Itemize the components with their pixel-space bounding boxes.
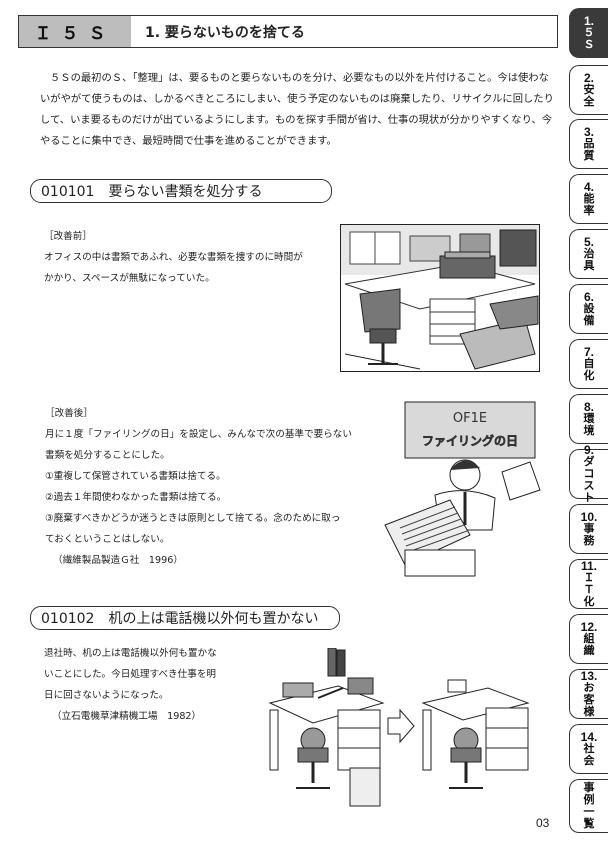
chapter-tab-char: 化 [583,595,595,608]
chapter-tab-char: ダ [583,455,595,468]
chapter-tab-char: Ｓ [583,38,595,51]
case-heading-text: 010102 机の上は電話機以外何も置かない [41,611,319,627]
case-source: （立石電機草津精機工場 1982） [52,711,202,722]
chapter-tab-char: 覧 [583,817,595,830]
after-rule-1: ①重複して保管されている書類は捨てる。 [45,471,226,482]
chapter-tab-char: 品 [583,137,595,150]
chapter-tab-char: 例 [583,793,595,806]
before-label: ［改善前］ [44,231,92,242]
chapter-tab-number: 1. [583,14,594,28]
chapter-tab-char: 自 [583,357,595,370]
case-heading-text: 010101 要らない書類を処分する [41,184,263,200]
sign-bottom-text: ファイリングの日 [422,433,518,448]
chapter-tab-char: 質 [583,149,595,162]
chapter-tab-number: 3. [583,125,594,139]
chapter-tab-char: 能 [583,192,595,205]
chapter-tab-char: 率 [583,204,595,217]
chapter-tab-char: 会 [583,754,595,767]
page-number: 03 [536,816,550,830]
chapter-tab-number: 4. [583,180,594,194]
chapter-tab-7[interactable]: 7.自化 [569,339,608,389]
case-source: （繊維製品製造Ｇ社 1996） [53,555,183,566]
after-rule-3: ③廃棄すべきかどうか迷うときは原則として捨てる。念のために取っ [45,513,341,524]
case-heading-010101: 010101 要らない書類を処分する [30,179,332,203]
chapter-tab-char: 社 [583,742,595,755]
intro-paragraph: ５Ｓの最初のＳ、「整理」は、要るものと要らないものを分け、必要なもの以外を片付け… [40,72,554,147]
desk-case-line: 退社時、机の上は電話機以外何も置かな [44,648,217,659]
chapter-tab-5[interactable]: 5.治具 [569,229,608,279]
chapter-tab-14[interactable]: 14.社会 [569,724,608,774]
chapter-tab-8[interactable]: 8.環境 [569,394,608,444]
chapter-tab-char: 事 [583,781,595,794]
chapter-tab-12[interactable]: 12.組織 [569,614,608,664]
section-code: Ｉ５Ｓ [19,16,131,47]
chapter-tab-char: 織 [583,644,595,657]
after-block: ［改善後］ 月に１度「ファイリングの日」を設定し、みんなで次の基準で要らない 書… [45,403,352,571]
chapter-tab-char: 全 [583,95,595,108]
chapter-tab-char: 組 [583,632,595,645]
after-line: ておくということはしない。 [45,534,170,545]
case-heading-010102: 010102 机の上は電話機以外何も置かない [30,606,340,630]
chapter-tab-char: 具 [583,259,595,272]
chapter-tab-char: 事 [583,522,595,535]
chapter-tab-number: 7. [583,345,594,359]
chapter-tab-char: 一 [583,805,595,818]
chapter-tab-3[interactable]: 3.品質 [569,119,608,169]
desk-case-line: いことにした。今日処理すべき仕事を明 [44,669,217,680]
sign-top-text: OF1E [453,411,487,426]
chapter-tab-char: ５ [583,26,595,39]
chapter-tab-char: 安 [583,83,595,96]
chapter-tab-13[interactable]: 13.お客様 [569,669,608,719]
chapter-tab-char: 治 [583,247,595,260]
section-header: Ｉ５Ｓ 1. 要らないものを捨てる [18,15,558,48]
chapter-tab-15[interactable]: 事例一覧 [569,779,608,833]
chapter-tab-number: 6. [583,290,594,304]
chapter-tab-char: ト [583,491,595,504]
chapter-tab-9[interactable]: 9.ダコスト [569,444,608,504]
chapter-tab-char: コ [583,467,595,480]
chapter-tab-char: Ｉ [583,571,595,584]
chapter-tab-number: 10. [580,510,598,524]
chapter-tab-char: お [583,681,595,694]
chapter-tab-10[interactable]: 10.事務 [569,504,608,554]
chapter-tab-number: 13. [580,669,598,683]
chapter-tab-number: 14. [580,730,598,744]
section-title: 1. 要らないものを捨てる [145,24,305,41]
chapter-tab-char: Ｔ [583,583,595,596]
chapter-tab-char: 客 [583,693,595,706]
chapter-tab-char: 務 [583,534,595,547]
before-line: オフィスの中は書類であふれ、必要な書類を捜すのに時間が [44,252,303,263]
chapter-tab-number: 11. [580,559,598,573]
before-line: かかり、スペースが無駄になっていた。 [44,273,215,284]
filing-day-illustration: OF1E ファイリングの日 [384,401,541,577]
after-line: 月に１度「ファイリングの日」を設定し、みんなで次の基準で要らない [45,429,352,440]
chapter-tab-number: 5. [583,235,594,249]
before-block: ［改善前］ オフィスの中は書類であふれ、必要な書類を捜すのに時間が かかり、スペ… [44,226,303,289]
chapter-tab-6[interactable]: 6.設備 [569,284,608,334]
chapter-tab-char: 境 [583,424,595,437]
desk-before-after-illustration [268,648,530,807]
chapter-tab-number: 2. [583,71,594,85]
desk-case-line: 日に回さないようになった。 [44,690,169,701]
after-rule-2: ②過去１年間使わなかった書類は捨てる。 [45,492,227,503]
after-line: 書類を処分することにした。 [45,450,170,461]
chapter-tab-4[interactable]: 4.能率 [569,174,608,224]
chapter-tab-char: 様 [583,705,595,718]
chapter-tab-char: ス [583,479,595,492]
chapter-tab-char: 備 [583,314,595,327]
cluttered-office-illustration [340,224,540,372]
chapter-tab-char: 環 [583,412,595,425]
chapter-tab-char: 設 [583,302,595,315]
chapter-tab-number: 12. [580,620,598,634]
chapter-tab-number: 8. [583,400,594,414]
chapter-tab-char: 化 [583,369,595,382]
chapter-tab-number: 9. [583,443,594,457]
desk-case-block: 退社時、机の上は電話機以外何も置かな いことにした。今日処理すべき仕事を明 日に… [44,643,217,727]
chapter-tab-2[interactable]: 2.安全 [569,65,608,115]
after-label: ［改善後］ [45,408,93,419]
